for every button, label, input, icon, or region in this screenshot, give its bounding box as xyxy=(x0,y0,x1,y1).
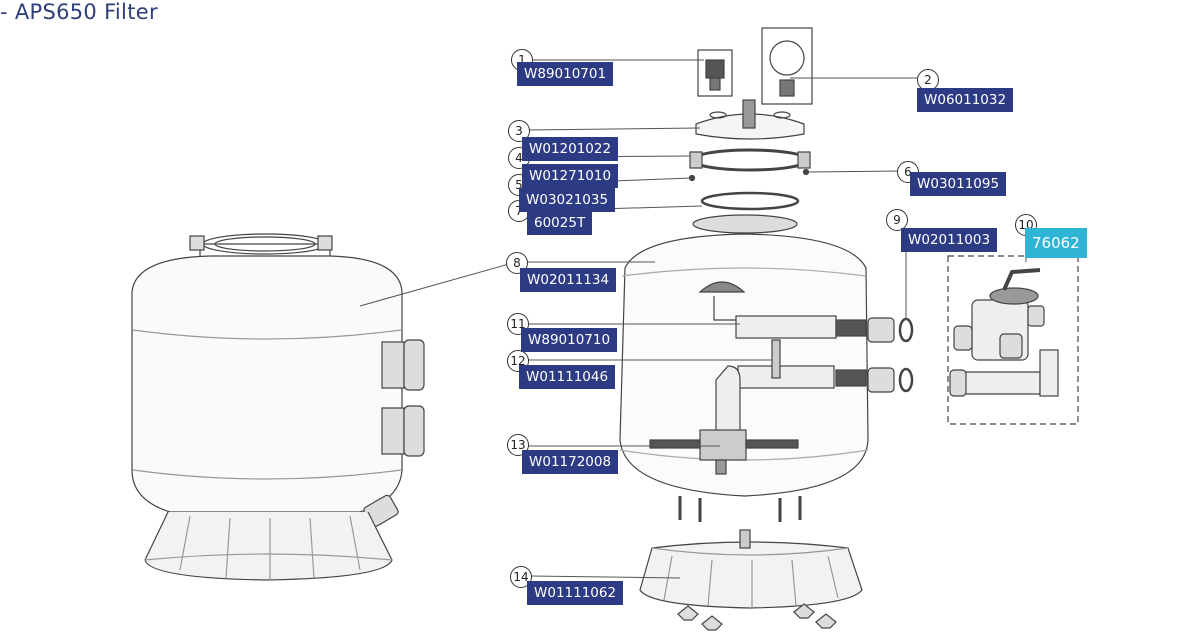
part-code-label-highlighted[interactable]: 76062 xyxy=(1025,228,1087,258)
part-code-label[interactable]: W03011095 xyxy=(910,172,1007,196)
callout-number: 12 xyxy=(507,350,529,372)
assembled-filter-drawing xyxy=(131,233,425,581)
part-code-label[interactable]: W06011032 xyxy=(917,88,1014,112)
part-code-label[interactable]: W01111062 xyxy=(527,581,624,605)
part-code-label[interactable]: 60025T xyxy=(527,211,593,235)
part-code-label[interactable]: W01271010 xyxy=(522,164,619,188)
callout-number: 3 xyxy=(508,120,530,142)
multiport-valve-drawing xyxy=(947,255,1079,425)
part-code-label[interactable]: W01111046 xyxy=(519,365,616,389)
callout-number: 14 xyxy=(510,566,532,588)
callout-number: 8 xyxy=(506,252,528,274)
part-code-label[interactable]: W01172008 xyxy=(522,450,619,474)
exploded-filter-drawing xyxy=(619,27,914,631)
callout-number: 9 xyxy=(886,209,908,231)
page-title: - APS650 Filter xyxy=(0,0,158,24)
part-code-label[interactable]: W02011003 xyxy=(901,228,998,252)
part-code-label[interactable]: W89010710 xyxy=(521,328,618,352)
part-code-label[interactable]: W01201022 xyxy=(522,137,619,161)
part-code-label[interactable]: W89010701 xyxy=(517,62,614,86)
part-code-label[interactable]: W02011134 xyxy=(520,268,617,292)
part-code-label[interactable]: W03021035 xyxy=(519,188,616,212)
